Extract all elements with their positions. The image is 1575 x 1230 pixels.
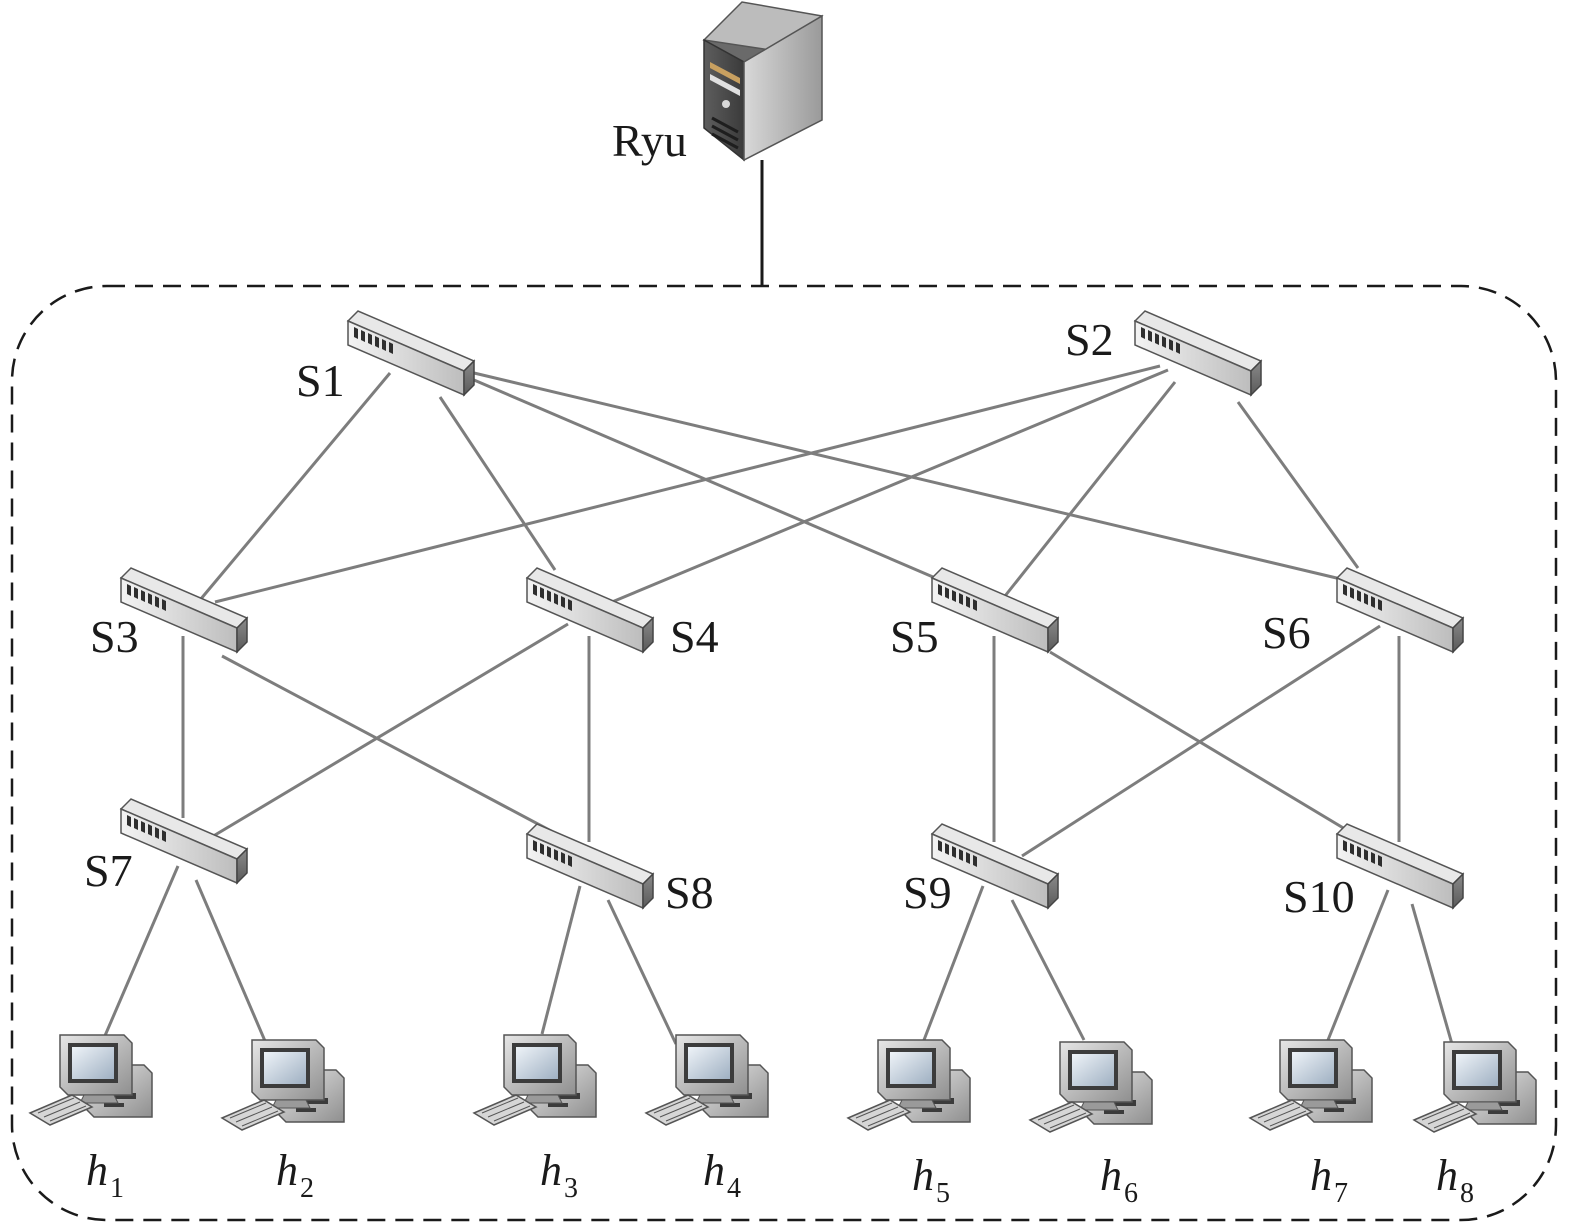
- link-s7-h2: [194, 879, 270, 1049]
- link-s10-h7: [1326, 889, 1390, 1041]
- host-label: h5: [912, 1151, 950, 1209]
- host-label-subscript: 3: [564, 1173, 578, 1204]
- switch-label: S4: [670, 611, 719, 662]
- controller-node[interactable]: Ryu: [612, 1, 824, 166]
- desktop-computer-icon: [1029, 1041, 1153, 1133]
- link-s8-h3: [540, 885, 582, 1035]
- switch-node-s1[interactable]: S1: [296, 310, 475, 406]
- desktop-computer-icon: [29, 1034, 153, 1126]
- link-s9-h6: [1010, 899, 1086, 1041]
- link-s7-h1: [102, 865, 180, 1039]
- switch-label: S5: [890, 611, 939, 662]
- host-node-h6[interactable]: h6: [1029, 1041, 1153, 1209]
- desktop-computer-icon: [221, 1039, 345, 1131]
- host-label: h8: [1436, 1151, 1474, 1209]
- host-label: h6: [1100, 1151, 1138, 1209]
- link-s2-s3: [214, 364, 1161, 604]
- host-node-h7[interactable]: h7: [1249, 1039, 1373, 1209]
- host-label: h1: [86, 1146, 124, 1204]
- host-label-base: h: [1310, 1151, 1332, 1200]
- host-node-h4[interactable]: h4: [645, 1034, 769, 1204]
- link-s3-s8: [221, 654, 569, 842]
- server-icon: [702, 1, 824, 162]
- link-s2-s6: [1236, 401, 1360, 569]
- host-node-h5[interactable]: h5: [847, 1039, 971, 1209]
- host-label: h2: [276, 1146, 314, 1204]
- switch-node-s4[interactable]: S4: [526, 567, 719, 662]
- switch-node-s9[interactable]: S9: [903, 823, 1059, 918]
- host-label: h3: [540, 1146, 578, 1204]
- network-switch-icon: [1134, 310, 1262, 396]
- host-label-base: h: [1100, 1151, 1122, 1200]
- switch-label: S7: [84, 845, 133, 896]
- switch-node-s6[interactable]: S6: [1262, 567, 1464, 658]
- switch-label: S8: [665, 867, 714, 918]
- switch-node-s5[interactable]: S5: [890, 567, 1059, 662]
- desktop-computer-icon: [473, 1034, 597, 1126]
- switch-label: S10: [1283, 871, 1355, 922]
- switch-label: S1: [296, 355, 345, 406]
- link-s9-h5: [922, 885, 985, 1041]
- network-switch-icon: [347, 310, 475, 396]
- switch-label: S2: [1065, 314, 1114, 365]
- host-label: h7: [1310, 1151, 1348, 1209]
- switch-node-s10[interactable]: S10: [1283, 823, 1464, 922]
- host-node-h1[interactable]: h1: [29, 1034, 153, 1204]
- link-s8-h4: [606, 899, 678, 1045]
- switch-node-s2[interactable]: S2: [1065, 310, 1262, 396]
- switch-label: S9: [903, 867, 952, 918]
- link-s5-s10: [1049, 650, 1361, 840]
- network-boundary: [10, 284, 1558, 1222]
- link-s6-s9: [1021, 624, 1381, 858]
- link-s1-s3: [198, 372, 392, 601]
- link-s1-s4: [438, 396, 557, 571]
- host-label-subscript: 2: [300, 1173, 314, 1204]
- switch-node-s7[interactable]: S7: [84, 798, 248, 896]
- switch-node-s8[interactable]: S8: [526, 823, 714, 918]
- desktop-computer-icon: [847, 1039, 971, 1131]
- host-label-subscript: 7: [1334, 1178, 1348, 1209]
- host-label-base: h: [540, 1146, 562, 1195]
- host-label-base: h: [1436, 1151, 1458, 1200]
- host-label-base: h: [86, 1146, 108, 1195]
- host-node-h2[interactable]: h2: [221, 1039, 345, 1204]
- link-s2-s4: [611, 368, 1169, 604]
- host-label-subscript: 5: [936, 1178, 950, 1209]
- host-label-subscript: 6: [1124, 1178, 1138, 1209]
- controller-label: Ryu: [612, 115, 687, 166]
- desktop-computer-icon: [645, 1034, 769, 1126]
- switch-label: S3: [90, 611, 139, 662]
- host-node-h8[interactable]: h8: [1413, 1041, 1537, 1209]
- host-label-subscript: 1: [110, 1173, 124, 1204]
- switch-label: S6: [1262, 607, 1311, 658]
- host-label: h4: [703, 1146, 741, 1204]
- link-s2-s5: [1003, 381, 1177, 597]
- host-label-subscript: 8: [1460, 1178, 1474, 1209]
- host-label-base: h: [912, 1151, 934, 1200]
- link-s4-s7: [209, 622, 569, 840]
- host-label-base: h: [276, 1146, 298, 1195]
- switch-node-s3[interactable]: S3: [90, 567, 248, 662]
- desktop-computer-icon: [1413, 1041, 1537, 1133]
- links-layer: [102, 364, 1454, 1049]
- desktop-computer-icon: [1249, 1039, 1373, 1131]
- host-label-base: h: [703, 1146, 725, 1195]
- host-label-subscript: 4: [727, 1173, 741, 1204]
- host-node-h3[interactable]: h3: [473, 1034, 597, 1204]
- link-s10-h8: [1410, 903, 1454, 1045]
